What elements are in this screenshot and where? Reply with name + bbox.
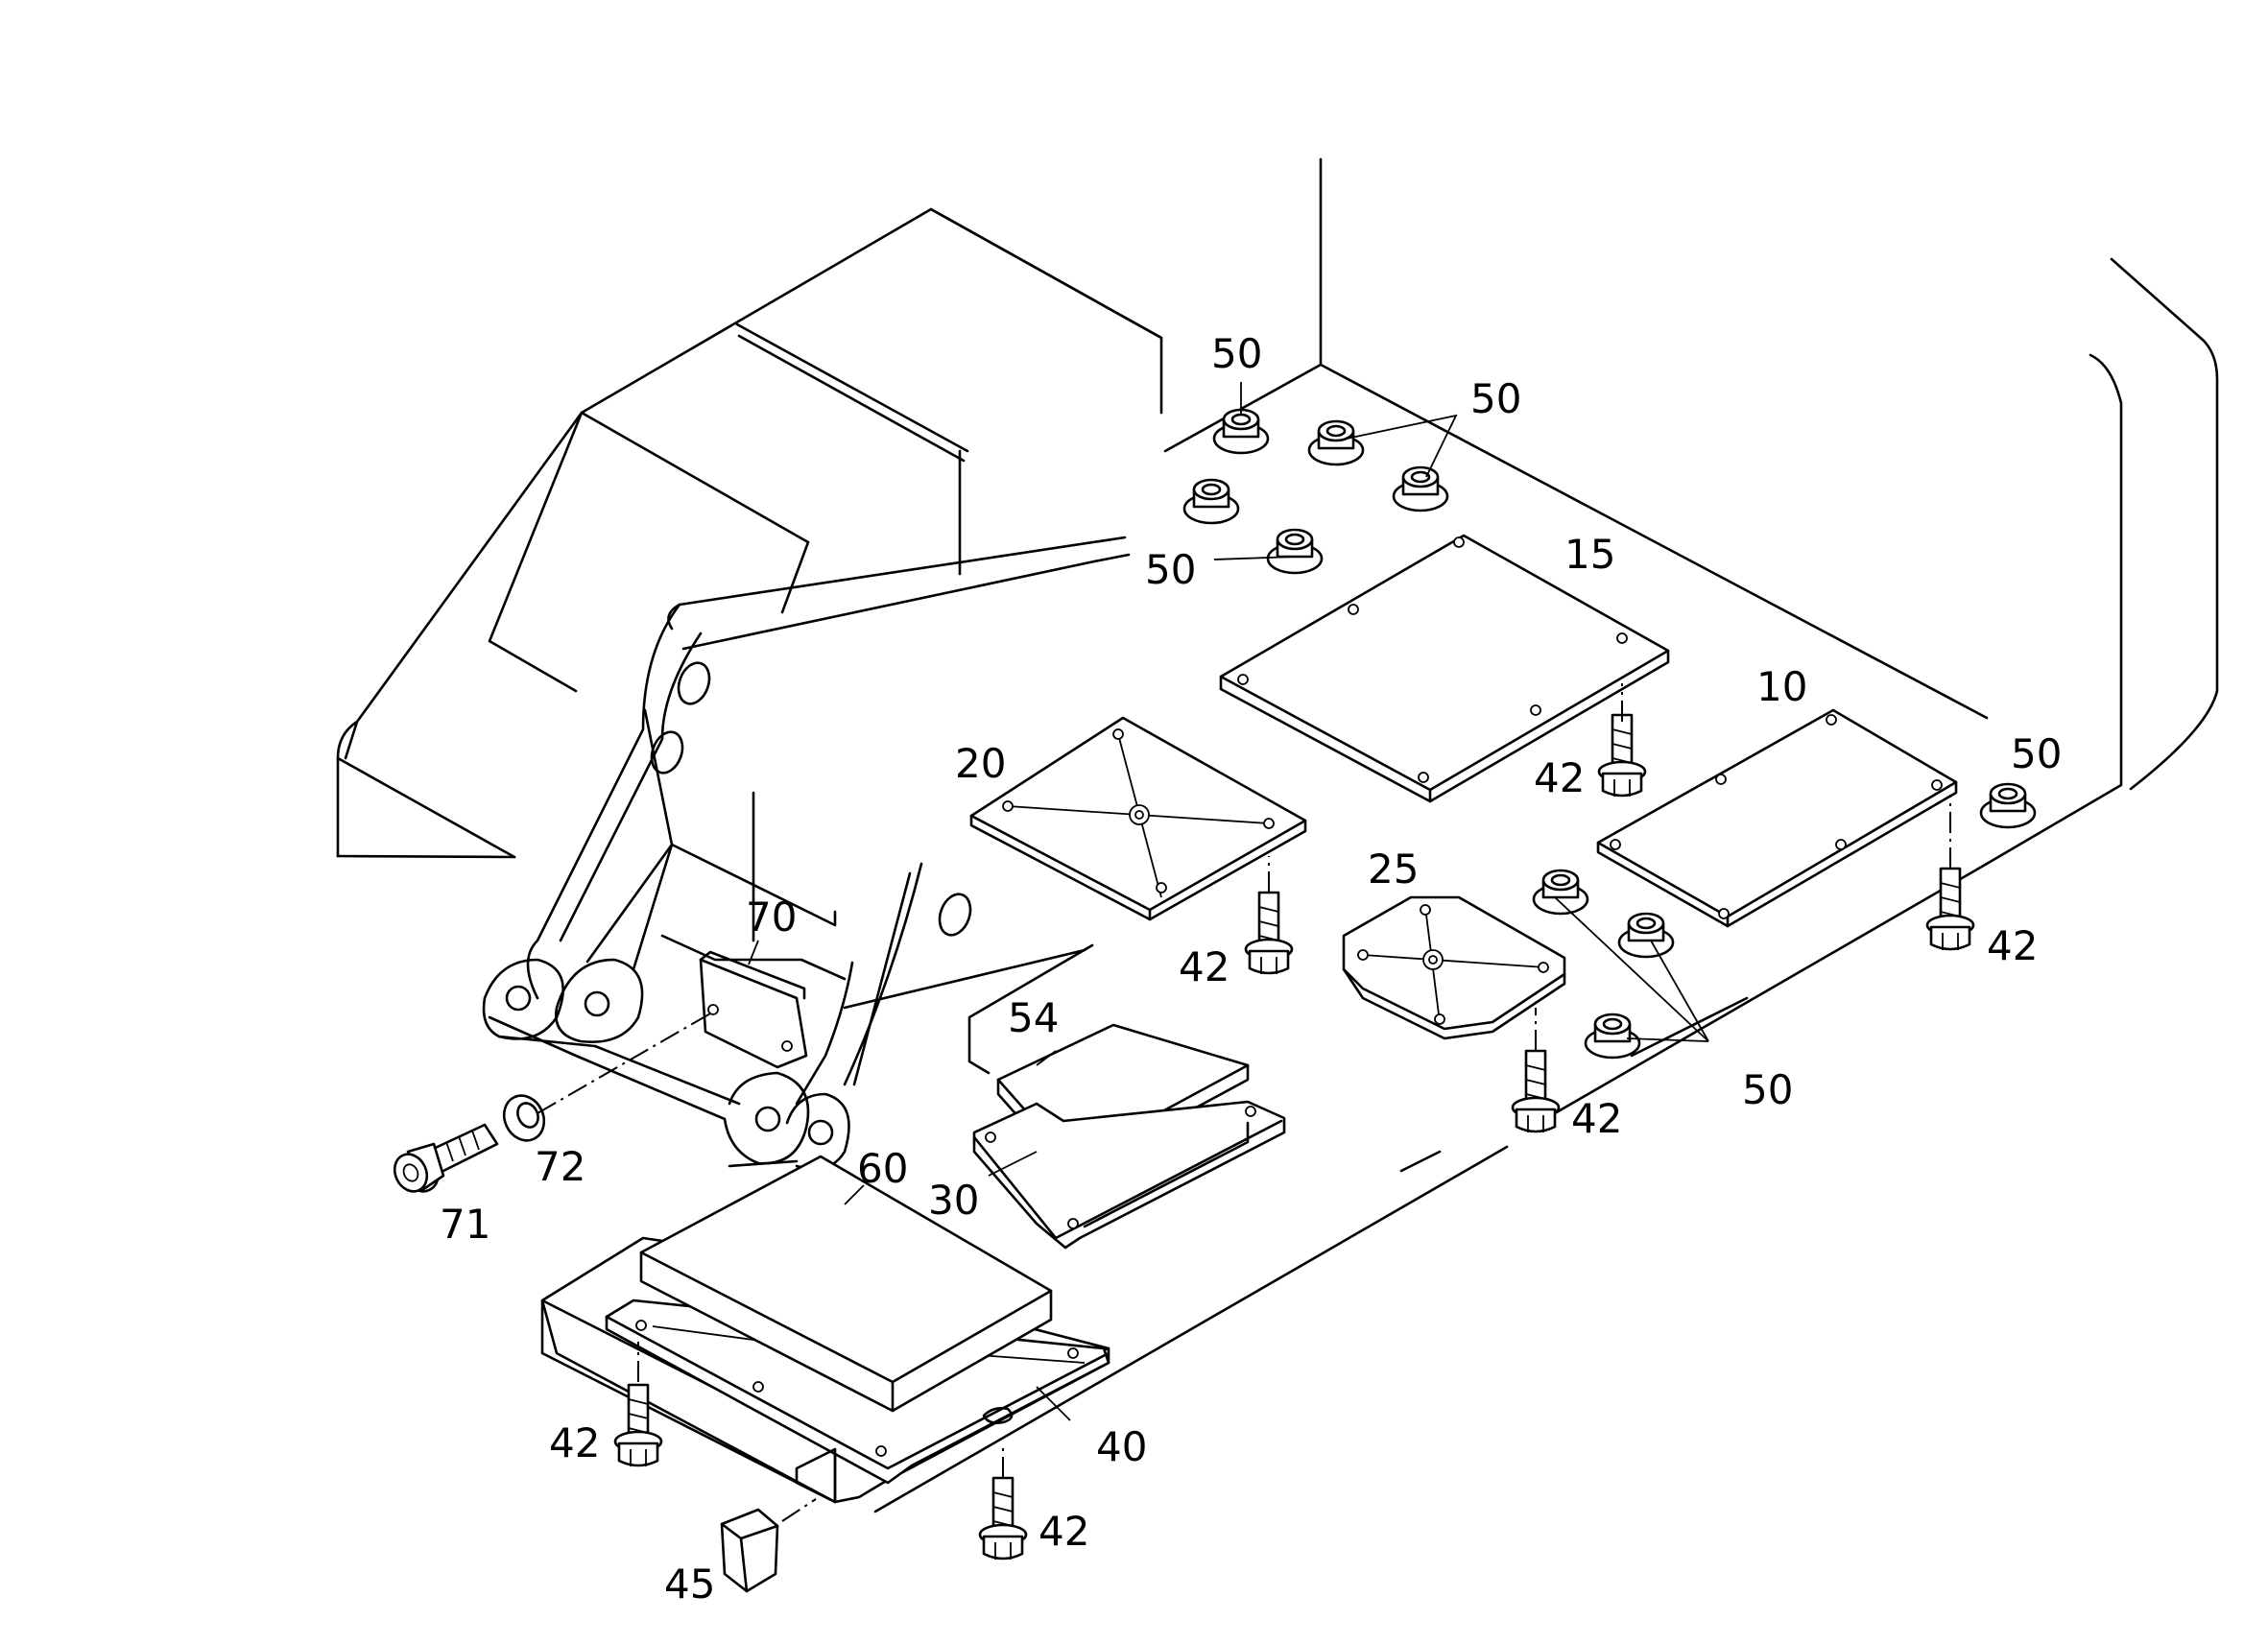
label-50-bottom: 50 (1742, 1066, 1793, 1113)
bolts-42 (613, 713, 1975, 1561)
washer-72 (502, 1094, 546, 1142)
label-60: 60 (857, 1145, 908, 1192)
label-42-top: 42 (1534, 754, 1585, 801)
label-42-lower: 42 (1039, 1508, 1089, 1555)
plate-60 (639, 1155, 1053, 1413)
label-20: 20 (955, 740, 1006, 787)
label-42-right: 42 (1987, 922, 2038, 969)
label-42-lower-left: 42 (549, 1419, 600, 1466)
callout-labels: 50 50 50 50 50 15 10 20 25 42 42 42 42 4… (440, 330, 2062, 1608)
label-50-left: 50 (1145, 546, 1196, 593)
label-71: 71 (440, 1201, 490, 1248)
cushion-50-a (1212, 408, 1270, 455)
label-54: 54 (1008, 994, 1059, 1041)
label-10: 10 (1756, 663, 1807, 710)
bolt-42-b (1244, 891, 1294, 975)
cushion-50-i (1584, 1013, 1641, 1060)
label-42-mid: 42 (1571, 1095, 1622, 1142)
machine-frame (336, 157, 2219, 1513)
label-15: 15 (1564, 531, 1615, 578)
bolt-42-c (1925, 867, 1975, 951)
label-70: 70 (746, 893, 797, 941)
plate-25 (1342, 895, 1566, 1040)
label-72: 72 (535, 1143, 585, 1190)
label-40: 40 (1096, 1423, 1147, 1470)
bolt-42-a (1597, 713, 1647, 798)
label-42-left: 42 (1179, 943, 1229, 990)
label-45: 45 (664, 1561, 715, 1608)
plate-10 (1596, 708, 1958, 928)
label-30: 30 (928, 1177, 979, 1224)
cushion-50-e (1266, 528, 1324, 575)
label-50-far-right: 50 (2011, 730, 2062, 777)
bolt-42-e (613, 1383, 663, 1467)
label-50-right-top: 50 (1470, 375, 1521, 422)
part-70-block (699, 950, 808, 1069)
bolt-71 (393, 1123, 499, 1193)
bolt-42-d (1511, 1049, 1561, 1133)
part-45-cap (720, 1508, 779, 1593)
label-25: 25 (1368, 846, 1419, 893)
cushion-50-b (1307, 419, 1365, 466)
centre-lines (537, 683, 1951, 1522)
cushion-50-g (1532, 869, 1589, 916)
part-30-bracket (972, 1100, 1286, 1250)
cushion-50-f (1979, 782, 2037, 829)
leader-lines (748, 382, 1709, 1421)
label-50-top: 50 (1211, 330, 1262, 377)
plate-15 (1219, 534, 1670, 803)
cushion-50-h (1617, 912, 1675, 959)
cushion-50-c (1392, 465, 1449, 512)
cushion-50-d (1182, 478, 1240, 525)
plate-20 (969, 716, 1307, 921)
bolt-42-f (978, 1476, 1028, 1561)
cushion-group (1182, 408, 2037, 1060)
